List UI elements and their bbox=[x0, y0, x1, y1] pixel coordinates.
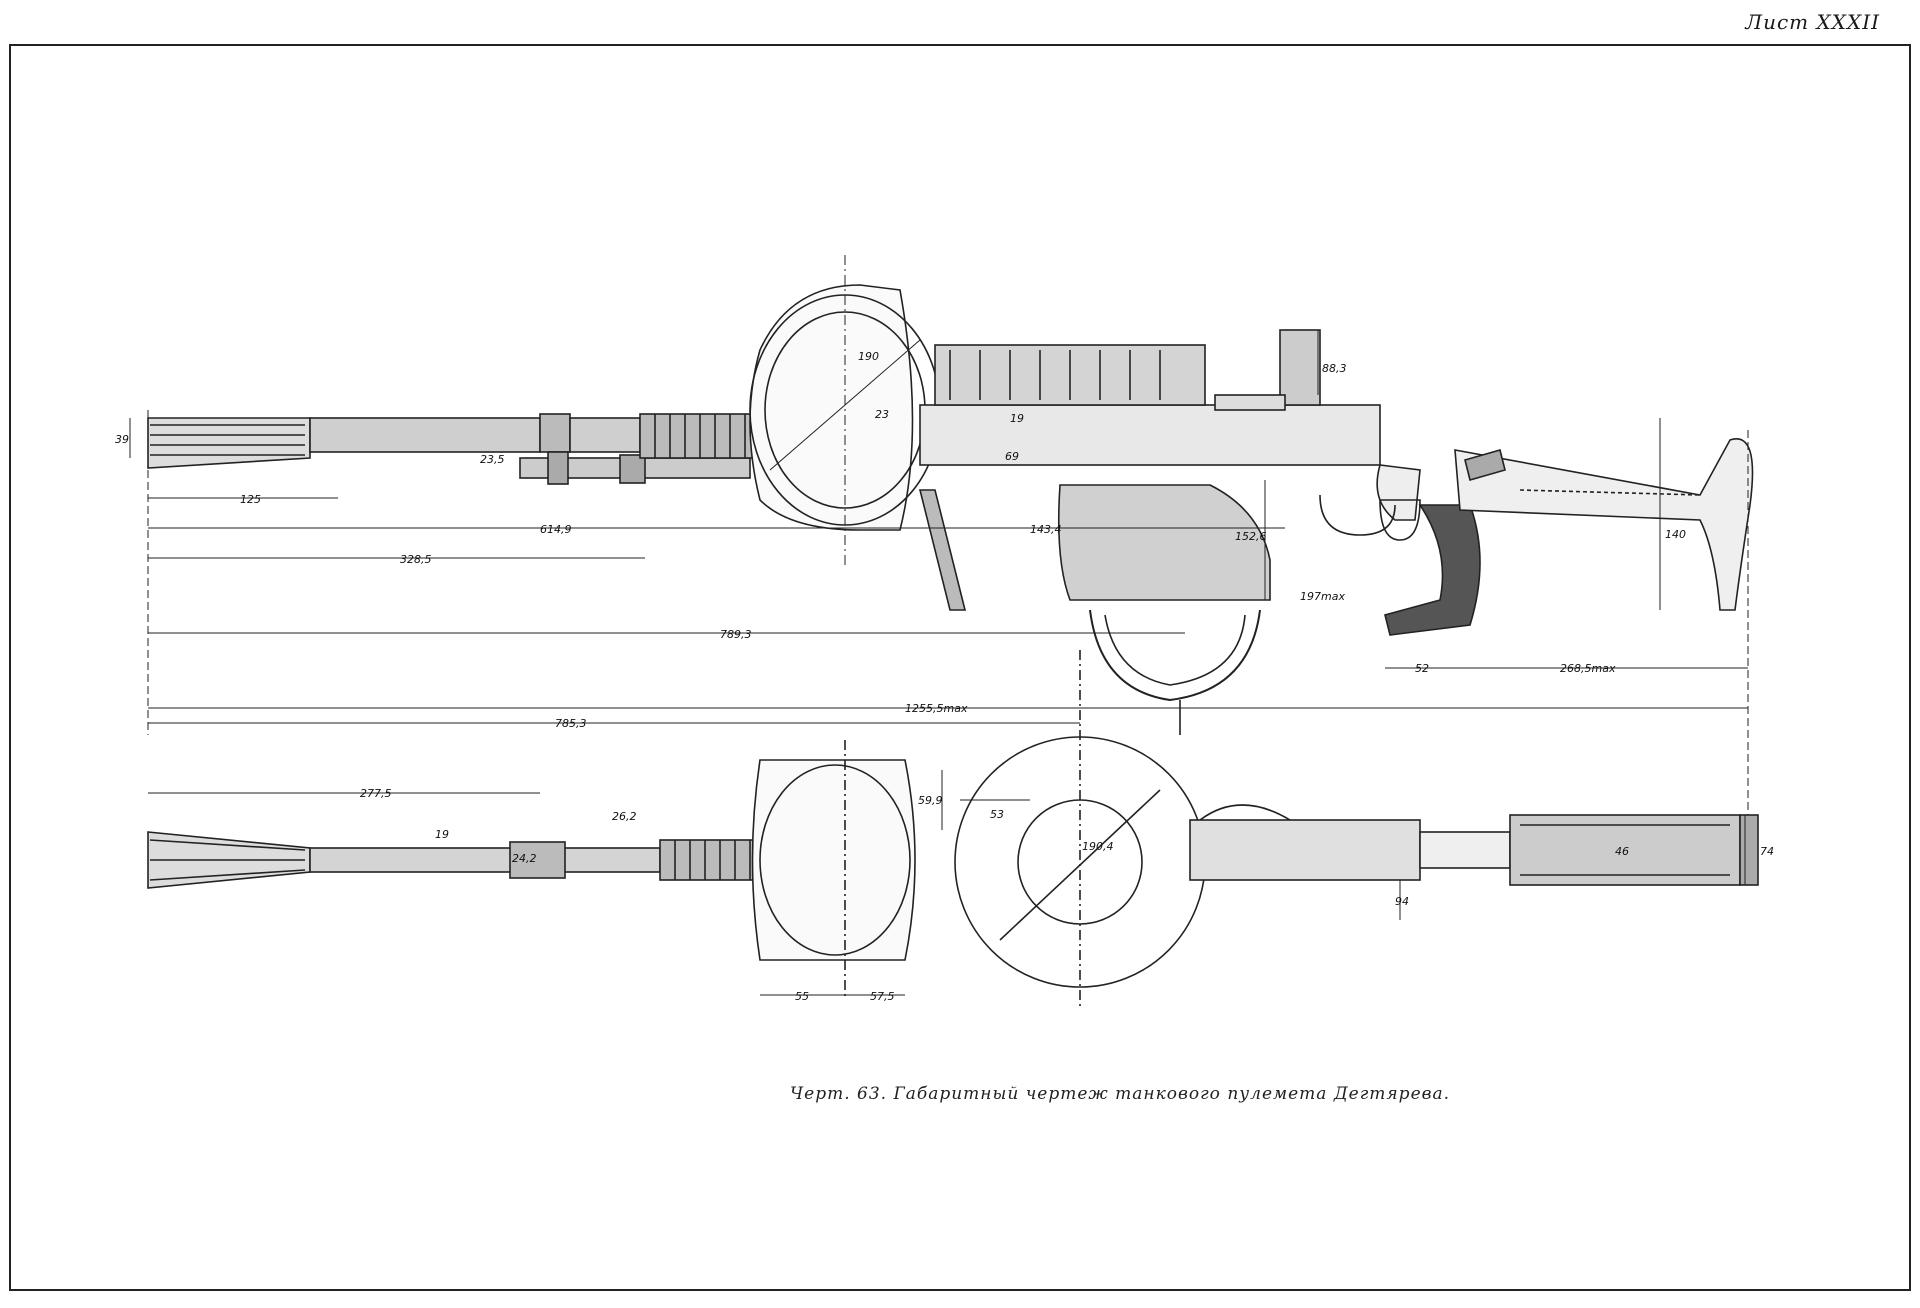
side-view bbox=[147, 255, 1754, 735]
sheet-number-label: Лист XXXII bbox=[1745, 10, 1880, 34]
dim-789-3: 789,3 bbox=[720, 628, 752, 641]
dim-52: 52 bbox=[1415, 662, 1429, 675]
rear-sight bbox=[1279, 329, 1321, 406]
cooling-fins-top bbox=[659, 839, 761, 881]
dim-26-2: 26,2 bbox=[612, 810, 637, 823]
dim-88-3: 88,3 bbox=[1322, 362, 1347, 375]
dim-152-6: 152,6 bbox=[1235, 530, 1267, 543]
dim-23-5: 23,5 bbox=[480, 453, 505, 466]
sheet-frame bbox=[9, 44, 1911, 1291]
dim-94: 94 bbox=[1395, 895, 1409, 908]
dim-24-2: 24,2 bbox=[512, 852, 537, 865]
barrel-top bbox=[309, 847, 661, 873]
receiver-top bbox=[1189, 819, 1421, 881]
dim-190-4: 190,4 bbox=[1082, 840, 1114, 853]
dim-57-5: 57,5 bbox=[870, 990, 895, 1003]
dim-614-9: 614,9 bbox=[540, 523, 572, 536]
dim-197max: 197max bbox=[1300, 590, 1345, 603]
dim-19-top: 19 bbox=[435, 828, 449, 841]
pistol-grip bbox=[1376, 464, 1421, 521]
side-view-dimensions bbox=[129, 330, 1749, 880]
dim-23: 23 bbox=[875, 408, 889, 421]
dim-53: 53 bbox=[990, 808, 1004, 821]
dim-785-3: 785,3 bbox=[555, 717, 587, 730]
ball-mount-top bbox=[751, 759, 916, 961]
dim-74: 74 bbox=[1760, 845, 1774, 858]
dim-190: 190 bbox=[858, 350, 879, 363]
dim-143-4: 143,4 bbox=[1030, 523, 1062, 536]
bipod-leg bbox=[918, 489, 967, 611]
top-view-dimensions bbox=[148, 770, 1746, 996]
magazine-holder bbox=[1057, 484, 1271, 601]
drawing-caption: Черт. 63. Габаритный чертеж танкового пу… bbox=[790, 1084, 1451, 1104]
dim-328-5: 328,5 bbox=[400, 553, 432, 566]
dim-69: 69 bbox=[1005, 450, 1019, 463]
dim-19: 19 bbox=[1010, 412, 1024, 425]
dim-268-5: 268,5max bbox=[1560, 662, 1616, 675]
barrel bbox=[309, 417, 541, 453]
dim-55: 55 bbox=[795, 990, 809, 1003]
ball-mount bbox=[749, 284, 914, 531]
dim-277-5: 277,5 bbox=[360, 787, 392, 800]
dimension-labels: 39 125 614,9 328,5 789,3 1255,5max 785,3… bbox=[115, 350, 1774, 1003]
dim-140: 140 bbox=[1665, 528, 1686, 541]
dim-125: 125 bbox=[240, 493, 261, 506]
receiver bbox=[919, 404, 1381, 466]
dim-46: 46 bbox=[1615, 845, 1629, 858]
dim-39: 39 bbox=[115, 433, 129, 446]
dim-1255-5: 1255,5max bbox=[905, 702, 968, 715]
dim-59-9: 59,9 bbox=[918, 794, 943, 807]
